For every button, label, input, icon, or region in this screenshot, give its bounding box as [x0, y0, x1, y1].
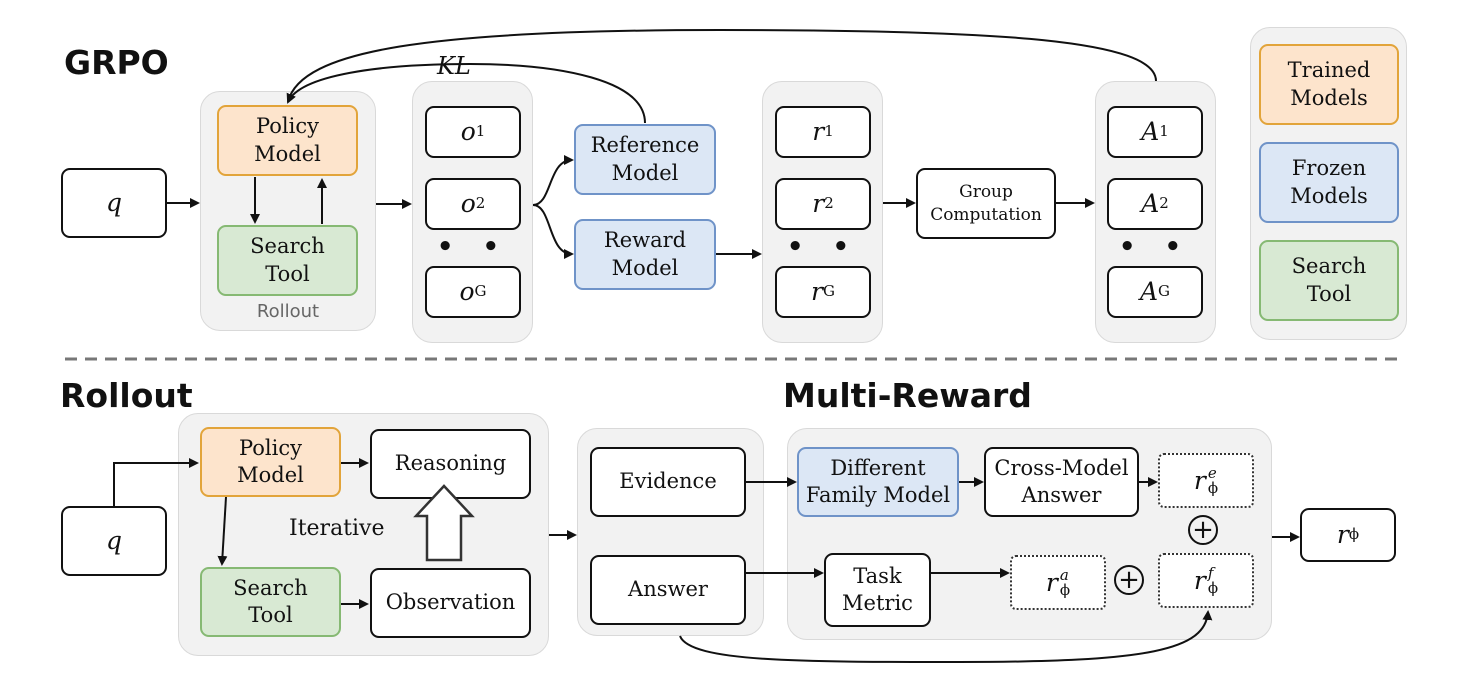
- arrow-outputs-to-reward: [532, 204, 574, 259]
- group-computation: Group Computation: [916, 168, 1056, 239]
- legend-frozen-models: Frozen Models: [1259, 142, 1399, 223]
- reward-answer-sup: a: [1059, 565, 1069, 584]
- reward-format-sup: f: [1207, 563, 1214, 582]
- arrow-policy-to-search-tool: [217, 496, 228, 566]
- advantage-a1-base: A: [1141, 116, 1160, 146]
- advantage-ag-base: A: [1139, 276, 1159, 306]
- task-metric: Task Metric: [824, 553, 931, 627]
- reward-rg-sub: G: [822, 282, 835, 301]
- advantage-ag-sub: G: [1158, 282, 1171, 301]
- reward-evidence-sub: ϕ: [1207, 478, 1219, 497]
- reward-evidence-sup: e: [1207, 463, 1217, 482]
- evidence-box: Evidence: [590, 447, 746, 517]
- reward-format-sub: ϕ: [1207, 578, 1219, 597]
- output-o2-base: o: [460, 188, 476, 218]
- output-og-base: o: [459, 276, 475, 306]
- grpo-query-box: q: [61, 168, 167, 238]
- legend-trained-models: Trained Models: [1259, 44, 1399, 125]
- output-o1-sub: 1: [475, 122, 486, 141]
- legend-search-tool: Search Tool: [1259, 240, 1399, 321]
- rollout-query-box: q: [61, 506, 167, 576]
- arrow-q-to-policy: [113, 458, 199, 506]
- reference-model: Reference Model: [574, 124, 716, 195]
- plus-circle-middle: +: [1114, 565, 1144, 595]
- observation-box: Observation: [370, 568, 531, 638]
- reward-r1-sub: 1: [824, 122, 834, 141]
- reward-model: Reward Model: [574, 219, 716, 290]
- plus-circle-top: +: [1188, 515, 1218, 545]
- reward-format-base: r: [1193, 566, 1206, 595]
- different-family-model: Different Family Model: [797, 447, 959, 517]
- reward-r1-base: r: [812, 116, 825, 146]
- kl-label: KL: [433, 52, 475, 80]
- output-og-sub: G: [474, 282, 487, 301]
- output-o2-sub: 2: [475, 194, 486, 213]
- reward-answer-sub: ϕ: [1059, 580, 1071, 599]
- reward-rg-base: r: [811, 276, 823, 306]
- final-reward-base: r: [1336, 519, 1349, 549]
- kl-curve: [286, 62, 646, 124]
- reward-r2-base: r: [812, 188, 825, 218]
- advantage-a2-base: A: [1141, 188, 1160, 218]
- reward-evidence-base: r: [1193, 466, 1206, 495]
- grpo-policy-model: Policy Model: [217, 105, 358, 176]
- advantage-a2-sub: 2: [1159, 194, 1169, 213]
- cross-model-answer: Cross-Model Answer: [984, 447, 1139, 517]
- arrow-outputs-to-reference: [532, 155, 574, 206]
- grpo-search-tool: Search Tool: [217, 225, 358, 296]
- advantage-a1-sub: 1: [1159, 122, 1169, 141]
- final-reward-sub: ϕ: [1348, 525, 1360, 544]
- iterative-up-arrow: [413, 484, 475, 562]
- advantage-feedback-curve: [287, 28, 1157, 103]
- grpo-title: GRPO: [64, 43, 169, 82]
- reward-answer-base: r: [1045, 568, 1058, 597]
- reasoning-box: Reasoning: [370, 429, 531, 499]
- grpo-rollout-caption: Rollout: [256, 301, 320, 322]
- multi-reward-title: Multi-Reward: [783, 376, 1032, 415]
- answer-box: Answer: [590, 555, 746, 625]
- reward-r2-sub: 2: [824, 194, 834, 213]
- outputs-ellipsis: • • •: [436, 232, 510, 292]
- iterative-label: Iterative: [289, 516, 385, 541]
- rollout-policy-model: Policy Model: [200, 427, 341, 497]
- output-o1-base: o: [460, 116, 476, 146]
- arrow-answer-to-rf: [679, 610, 1213, 664]
- rollout-search-tool: Search Tool: [200, 567, 341, 637]
- rollout-title: Rollout: [60, 376, 193, 415]
